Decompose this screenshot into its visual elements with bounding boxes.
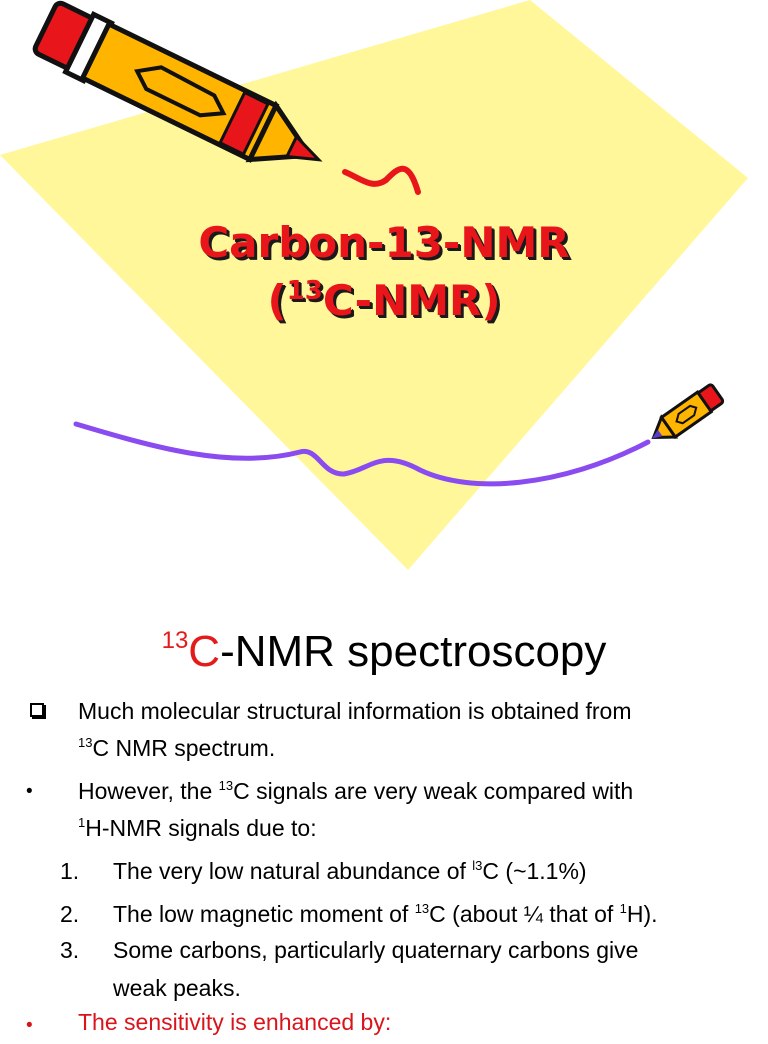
- bullet1-line2: 13C NMR spectrum.: [78, 730, 275, 766]
- bullet2-line1: However, the 13C signals are very weak c…: [78, 773, 633, 809]
- bullet3-text: The sensitivity is enhanced by:: [78, 1009, 392, 1035]
- bullet1-line2-text: C NMR spectrum.: [92, 735, 276, 761]
- list-item-2-superscript-2: 1: [619, 901, 627, 916]
- list-item-1-number: 1.: [60, 858, 80, 884]
- title-slide-graphics: [0, 0, 748, 570]
- bullet2-line2-text: H-NMR signals due to:: [85, 815, 317, 841]
- title-superscript: 13: [161, 627, 189, 654]
- small-pencil-icon: [651, 383, 725, 440]
- list-item-2-number: 2.: [60, 901, 80, 927]
- bullet3-marker: •: [26, 1015, 33, 1036]
- large-pencil-icon: [32, 0, 323, 163]
- title-red-c: C: [188, 627, 221, 676]
- list-item-2-superscript: 13: [414, 901, 430, 916]
- purple-wave: [73, 421, 651, 487]
- bullet1-line1: Much molecular structural information is…: [78, 698, 632, 724]
- title-paren-open: (: [267, 276, 287, 325]
- bullet2-superscript-13: 13: [218, 778, 234, 793]
- list-item-2-text-a: The low magnetic moment of: [113, 901, 415, 927]
- list-item-3-line2: weak peaks.: [113, 975, 241, 1001]
- bullet1-superscript: 13: [78, 735, 93, 750]
- list-item-3-line1: Some carbons, particularly quaternary ca…: [113, 937, 639, 963]
- list-item-2-text-b: C (about ¼ that of: [429, 901, 620, 927]
- page-title: 13C-NMR spectroscopy: [0, 626, 768, 678]
- bullet2-line2: 1H-NMR signals due to:: [78, 810, 317, 846]
- title-line-2: (13C-NMR): [0, 276, 768, 325]
- yellow-diamond-shape: [0, 0, 748, 570]
- title-slide: Carbon-13-NMR (13C-NMR): [0, 0, 768, 570]
- bullet2-superscript-1: 1: [78, 815, 86, 830]
- bullet2-text-a: However, the: [78, 778, 219, 804]
- bullet2-marker: •: [26, 781, 33, 802]
- list-item-1-text-a: The very low natural abundance of: [113, 858, 473, 884]
- list-item-2-text-c: H).: [626, 901, 658, 927]
- list-item-3-number: 3.: [60, 937, 80, 963]
- checkbox-bullet-icon: [30, 703, 44, 717]
- bullet2-text-b: C signals are very weak compared with: [233, 778, 634, 804]
- list-item-2: The low magnetic moment of 13C (about ¼ …: [113, 896, 658, 932]
- list-item-1: The very low natural abundance of l3C (~…: [113, 853, 587, 889]
- list-item-1-superscript: l3: [472, 858, 483, 873]
- title-rest: C-NMR): [322, 276, 501, 325]
- list-item-1-text-b: C (~1.1%): [482, 858, 587, 884]
- title-superscript: 13: [286, 276, 323, 306]
- red-squiggle: [342, 165, 421, 195]
- title-text: -NMR spectroscopy: [220, 627, 607, 676]
- title-line-1: Carbon-13-NMR: [198, 218, 570, 267]
